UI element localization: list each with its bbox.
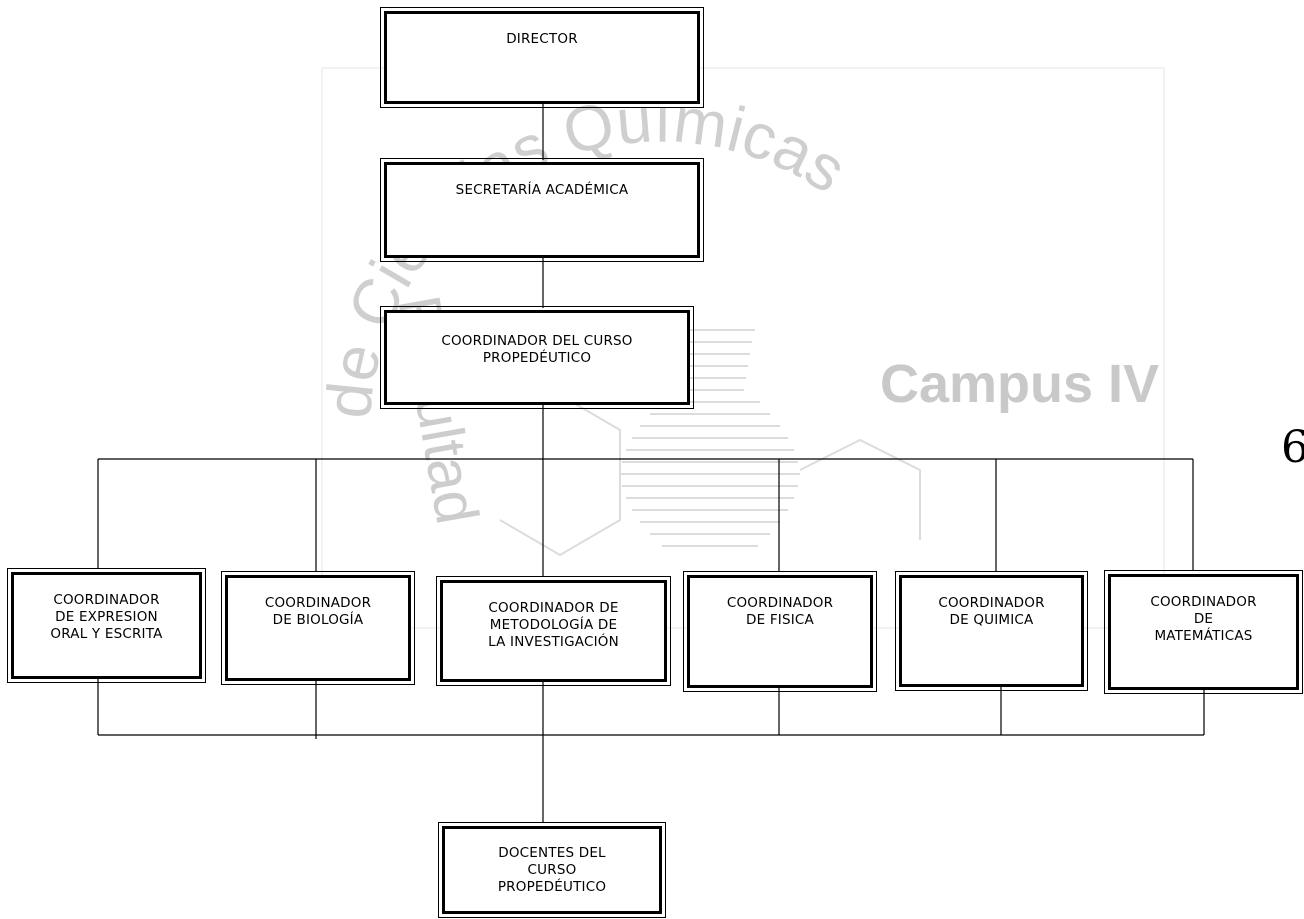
watermark-campus-text: Campus IV [880, 354, 1159, 414]
label-coordinador-expresion: COORDINADOR DE EXPRESION ORAL Y ESCRITA [50, 592, 163, 642]
page-number: 6 [1281, 422, 1304, 473]
label-coordinador-curso: COORDINADOR DEL CURSO PROPEDÉUTICO [441, 333, 633, 366]
box-docentes: DOCENTES DEL CURSO PROPEDÉUTICO [438, 822, 666, 918]
label-director: DIRECTOR [506, 31, 578, 47]
box-coordinador-curso: COORDINADOR DEL CURSO PROPEDÉUTICO [380, 306, 694, 409]
box-coordinador-biologia: COORDINADOR DE BIOLOGÍA [221, 571, 415, 685]
label-coordinador-matematicas: COORDINADOR DE MATEMÁTICAS [1150, 594, 1257, 644]
box-coordinador-matematicas: COORDINADOR DE MATEMÁTICAS [1104, 570, 1303, 694]
box-director: DIRECTOR [380, 7, 704, 108]
box-secretaria-academica: SECRETARÍA ACADÉMICA [380, 158, 704, 262]
label-coordinador-biologia: COORDINADOR DE BIOLOGÍA [264, 595, 372, 628]
box-coordinador-metodologia: COORDINADOR DE METODOLOGÍA DE LA INVESTI… [436, 576, 671, 686]
label-docentes: DOCENTES DEL CURSO PROPEDÉUTICO [497, 845, 607, 895]
box-coordinador-expresion: COORDINADOR DE EXPRESION ORAL Y ESCRITA [7, 568, 206, 683]
box-coordinador-quimica: COORDINADOR DE QUIMICA [895, 571, 1088, 691]
label-secretaria-academica: SECRETARÍA ACADÉMICA [455, 182, 629, 198]
label-coordinador-fisica: COORDINADOR DE FISICA [726, 595, 834, 628]
label-coordinador-metodologia: COORDINADOR DE METODOLOGÍA DE LA INVESTI… [488, 600, 619, 650]
box-coordinador-fisica: COORDINADOR DE FISICA [683, 571, 877, 692]
label-coordinador-quimica: COORDINADOR DE QUIMICA [938, 595, 1045, 628]
